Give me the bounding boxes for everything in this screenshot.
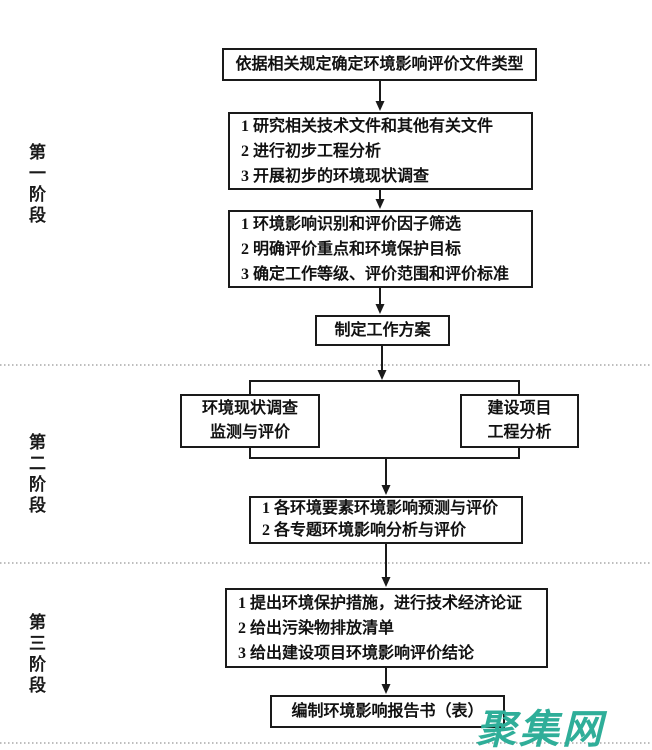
box-work-plan: 制定工作方案 — [315, 315, 450, 346]
box-line: 编制环境影响报告书（表） — [291, 703, 484, 720]
box-line: 3 开展初步的环境现状调查 — [241, 167, 430, 185]
box-line: 2 明确评价重点和环境保护目标 — [241, 240, 462, 258]
box-line: 制定工作方案 — [334, 322, 431, 339]
box-line: 2 各专题环境影响分析与评价 — [262, 522, 467, 539]
stage-label-3: 第三阶段 — [26, 613, 45, 697]
box-protection-measures: 1 提出环境保护措施，进行技术经济论证 2 给出污染物排放清单 3 给出建设项目… — [225, 588, 548, 668]
box-determine-type: 依据相关规定确定环境影响评价文件类型 — [222, 48, 537, 81]
arrowhead-icon — [375, 304, 385, 314]
split-branch — [249, 380, 520, 396]
arrowhead-icon — [381, 485, 391, 495]
box-line: 工程分析 — [487, 424, 552, 441]
arrowhead-icon — [377, 370, 387, 380]
box-line: 1 环境影响识别和评价因子筛选 — [241, 215, 462, 233]
stage-label-2: 第二阶段 — [26, 433, 45, 517]
box-compile-report: 编制环境影响报告书（表） — [270, 695, 505, 728]
box-line: 3 确定工作等级、评价范围和评价标准 — [241, 265, 510, 283]
box-line: 监测与评价 — [209, 424, 290, 441]
box-line: 依据相关规定确定环境影响评价文件类型 — [235, 56, 524, 73]
box-project-analysis: 建设项目 工程分析 — [460, 394, 579, 448]
box-impact-prediction: 1 各环境要素环境影响预测与评价 2 各专题环境影响分析与评价 — [249, 496, 523, 544]
connector-lines — [249, 79, 520, 685]
box-line: 1 提出环境保护措施，进行技术经济论证 — [238, 594, 523, 612]
watermark: 聚集网 — [476, 708, 605, 750]
box-line: 3 给出建设项目环境影响评价结论 — [238, 644, 475, 662]
arrowhead-icon — [375, 101, 385, 111]
box-factor-screening: 1 环境影响识别和评价因子筛选 2 明确评价重点和环境保护目标 3 确定工作等级… — [228, 210, 533, 288]
box-env-status-survey: 环境现状调查 监测与评价 — [180, 394, 320, 448]
arrowheads — [375, 101, 391, 694]
box-line: 环境现状调查 — [201, 400, 298, 417]
box-line: 建设项目 — [487, 400, 552, 417]
box-line: 1 研究相关技术文件和其他有关文件 — [241, 117, 494, 135]
box-preliminary-work: 1 研究相关技术文件和其他有关文件 2 进行初步工程分析 3 开展初步的环境现状… — [228, 112, 533, 190]
merge-branch — [249, 447, 520, 459]
arrowhead-icon — [381, 577, 391, 587]
stage-dividers — [0, 364, 652, 744]
box-line: 2 进行初步工程分析 — [241, 142, 382, 160]
arrowhead-icon — [381, 684, 391, 694]
arrowhead-icon — [375, 199, 385, 209]
box-line: 2 给出污染物排放清单 — [238, 619, 395, 637]
stage-label-1: 第一阶段 — [26, 143, 45, 227]
box-line: 1 各环境要素环境影响预测与评价 — [262, 500, 499, 517]
